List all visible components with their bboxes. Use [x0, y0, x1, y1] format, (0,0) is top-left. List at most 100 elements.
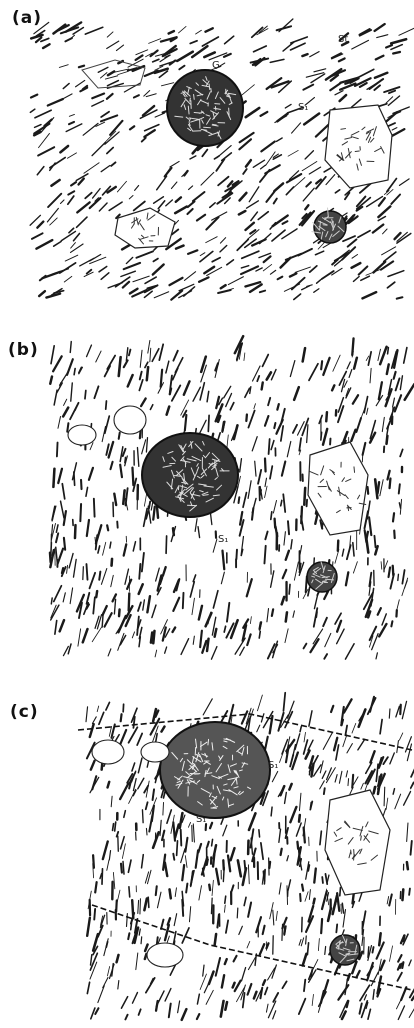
porphyroblast-large-c [160, 722, 270, 818]
pen-stroke [317, 280, 321, 283]
pen-stroke [325, 947, 326, 955]
pen-stroke [37, 222, 43, 228]
pen-stroke [287, 856, 288, 861]
pen-stroke [140, 350, 142, 367]
pen-stroke [95, 1008, 98, 1014]
pen-stroke [60, 373, 68, 385]
pen-stroke [99, 712, 104, 724]
pen-stroke [137, 733, 142, 745]
pen-stroke [189, 186, 193, 190]
pen-stroke [383, 757, 387, 764]
pen-stroke [211, 513, 212, 524]
pen-stroke [200, 631, 202, 647]
panel-b: (b) S₁ [0, 330, 414, 670]
pen-stroke [79, 367, 82, 372]
pen-stroke [270, 59, 284, 62]
pen-stroke [209, 972, 214, 984]
pen-stroke [243, 993, 245, 1008]
pen-stroke [146, 828, 147, 835]
pen-stroke [111, 796, 112, 806]
pen-stroke [254, 46, 267, 52]
pen-stroke [249, 187, 259, 202]
pen-stroke [168, 918, 170, 925]
pen-stroke [304, 980, 305, 992]
pen-stroke [365, 511, 368, 528]
pen-stroke [320, 831, 321, 844]
pen-stroke [282, 462, 285, 476]
pen-stroke [348, 239, 357, 246]
pen-stroke [207, 639, 208, 651]
crystal-outline-left-a [115, 208, 175, 248]
pen-stroke [140, 372, 142, 380]
pen-stroke [338, 985, 348, 1000]
pen-stroke [124, 811, 126, 818]
pen-stroke [366, 356, 369, 360]
pen-stroke [330, 83, 340, 90]
pen-stroke [305, 892, 308, 902]
pen-stroke [240, 647, 244, 655]
pen-stroke [309, 364, 318, 381]
pen-stroke [278, 713, 283, 731]
pen-stroke [192, 598, 194, 614]
pen-stroke [153, 259, 157, 262]
crystal-outline-right-a [325, 105, 392, 188]
pen-stroke [335, 190, 339, 193]
pen-stroke [404, 792, 411, 806]
pen-stroke [111, 162, 115, 165]
sketch-a: G S₁ St [0, 0, 414, 310]
porphyroblast-small-b [307, 562, 337, 592]
pen-stroke [256, 268, 262, 271]
pen-stroke [83, 123, 98, 135]
pen-stroke [212, 258, 220, 262]
pen-stroke [400, 499, 401, 514]
pen-stroke [132, 763, 135, 771]
pen-stroke [336, 924, 337, 932]
pen-stroke [399, 503, 400, 508]
pen-stroke [161, 83, 173, 86]
pen-stroke [248, 865, 249, 884]
pen-stroke [386, 45, 392, 47]
pen-stroke [310, 52, 319, 57]
pen-stroke [314, 899, 315, 904]
pen-stroke [145, 277, 156, 283]
pen-stroke [358, 231, 370, 238]
pen-stroke [79, 66, 84, 68]
pen-stroke [222, 975, 224, 987]
pen-stroke [70, 588, 72, 604]
pen-stroke [126, 348, 127, 361]
porphyroblast-large-a [167, 70, 243, 146]
pen-stroke [69, 114, 74, 116]
pen-stroke [356, 971, 359, 978]
pen-stroke [106, 702, 110, 710]
pen-stroke [203, 965, 204, 976]
pen-stroke [90, 443, 93, 450]
pen-stroke [93, 855, 94, 868]
pen-stroke [206, 217, 218, 229]
pen-stroke [182, 900, 183, 916]
pen-stroke [184, 381, 190, 394]
pen-stroke [105, 76, 117, 79]
pen-stroke [104, 939, 108, 956]
pen-stroke [318, 939, 319, 951]
pen-stroke [118, 633, 124, 650]
pen-stroke [281, 426, 283, 441]
pen-stroke [225, 959, 227, 964]
pen-stroke [165, 863, 167, 876]
pen-stroke [53, 356, 62, 371]
pen-stroke [99, 267, 107, 272]
pen-stroke [147, 596, 150, 612]
pen-stroke [396, 378, 400, 390]
inclusion-trail [211, 88, 212, 92]
pen-stroke [184, 272, 195, 281]
pen-stroke [182, 865, 184, 880]
pen-stroke [399, 733, 402, 740]
pen-stroke [393, 566, 394, 575]
pen-stroke [216, 159, 224, 171]
pen-stroke [259, 830, 260, 837]
pen-stroke [85, 193, 91, 199]
pen-stroke [352, 40, 369, 49]
pen-stroke [147, 367, 148, 380]
pen-stroke [64, 399, 67, 405]
pen-stroke [57, 443, 58, 457]
pen-stroke [68, 196, 74, 204]
